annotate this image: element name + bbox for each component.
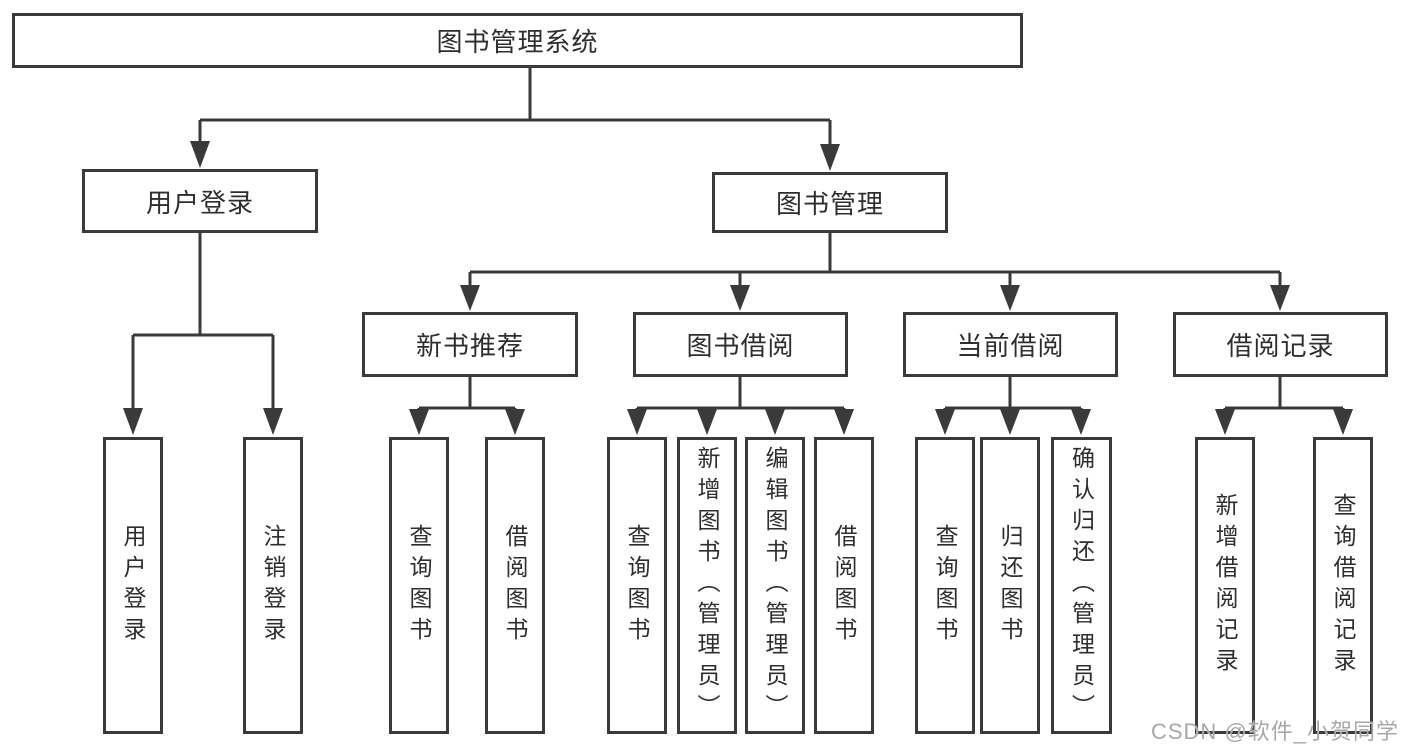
node-label: 确认归还（管理员） xyxy=(1068,446,1095,725)
node-label: 用户登录 xyxy=(120,523,146,648)
connector-bookmgmt-to-level3 xyxy=(468,233,1282,286)
node-leaf-query-books-1: 查询图书 xyxy=(389,437,449,734)
connector-newbooks-to-leaves xyxy=(417,377,517,410)
connector-borrowrecords-to-leaves xyxy=(1223,377,1345,410)
node-borrowing-records: 借阅记录 xyxy=(1173,312,1388,377)
node-label: 图书管理系统 xyxy=(436,27,599,57)
connector-userlogin-to-leaves xyxy=(131,233,275,409)
node-leaf-add-books-admin: 新增图书（管理员） xyxy=(677,437,737,734)
node-label: 借阅图书 xyxy=(831,523,857,648)
node-leaf-query-borrow-record: 查询借阅记录 xyxy=(1313,437,1373,734)
node-label: 新书推荐 xyxy=(415,331,524,361)
node-label: 查询图书 xyxy=(624,523,650,648)
node-leaf-borrow-books-1: 借阅图书 xyxy=(485,437,545,734)
node-user-login: 用户登录 xyxy=(82,169,318,233)
node-label: 用户登录 xyxy=(145,187,254,218)
node-label: 查询借阅记录 xyxy=(1330,492,1356,679)
node-leaf-borrow-books-2: 借阅图书 xyxy=(814,437,874,734)
node-label: 归还图书 xyxy=(997,523,1023,648)
node-label: 编辑图书（管理员） xyxy=(762,446,788,725)
node-leaf-user-login: 用户登录 xyxy=(103,437,163,734)
node-leaf-confirm-return-admin: 确认归还（管理员） xyxy=(1051,437,1112,734)
node-label: 图书管理 xyxy=(775,189,884,219)
node-label: 注销登录 xyxy=(260,523,286,648)
node-label: 借阅图书 xyxy=(502,523,528,648)
node-leaf-query-books-2: 查询图书 xyxy=(607,437,667,734)
connector-bookborrow-to-leaves xyxy=(635,377,846,410)
connector-root-to-level2 xyxy=(198,68,832,145)
node-leaf-logout: 注销登录 xyxy=(243,437,303,734)
node-book-borrowing: 图书借阅 xyxy=(633,312,848,377)
node-library-system-root: 图书管理系统 xyxy=(12,13,1023,68)
arrowheads-level3 xyxy=(460,285,1290,311)
node-leaf-return-books: 归还图书 xyxy=(980,437,1040,734)
node-leaf-edit-books-admin: 编辑图书（管理员） xyxy=(745,437,805,734)
arrowheads-leaves xyxy=(123,408,1353,435)
node-label: 查询图书 xyxy=(406,523,432,648)
node-label: 借阅记录 xyxy=(1226,331,1335,361)
node-leaf-add-borrow-record: 新增借阅记录 xyxy=(1195,437,1255,734)
node-new-book-recommend: 新书推荐 xyxy=(362,312,578,377)
node-label: 新增图书（管理员） xyxy=(694,446,720,725)
csdn-watermark: CSDN @软件_小贺同学 xyxy=(1150,719,1399,744)
node-book-management: 图书管理 xyxy=(712,172,948,233)
node-label: 新增借阅记录 xyxy=(1212,492,1238,679)
node-current-borrowing: 当前借阅 xyxy=(903,312,1118,377)
connector-currentborrow-to-leaves xyxy=(943,377,1083,410)
node-label: 图书借阅 xyxy=(686,331,795,361)
node-label: 查询图书 xyxy=(932,523,958,648)
arrowheads-level2 xyxy=(190,141,840,171)
node-label: 当前借阅 xyxy=(956,331,1065,361)
node-leaf-query-books-3: 查询图书 xyxy=(915,437,975,734)
